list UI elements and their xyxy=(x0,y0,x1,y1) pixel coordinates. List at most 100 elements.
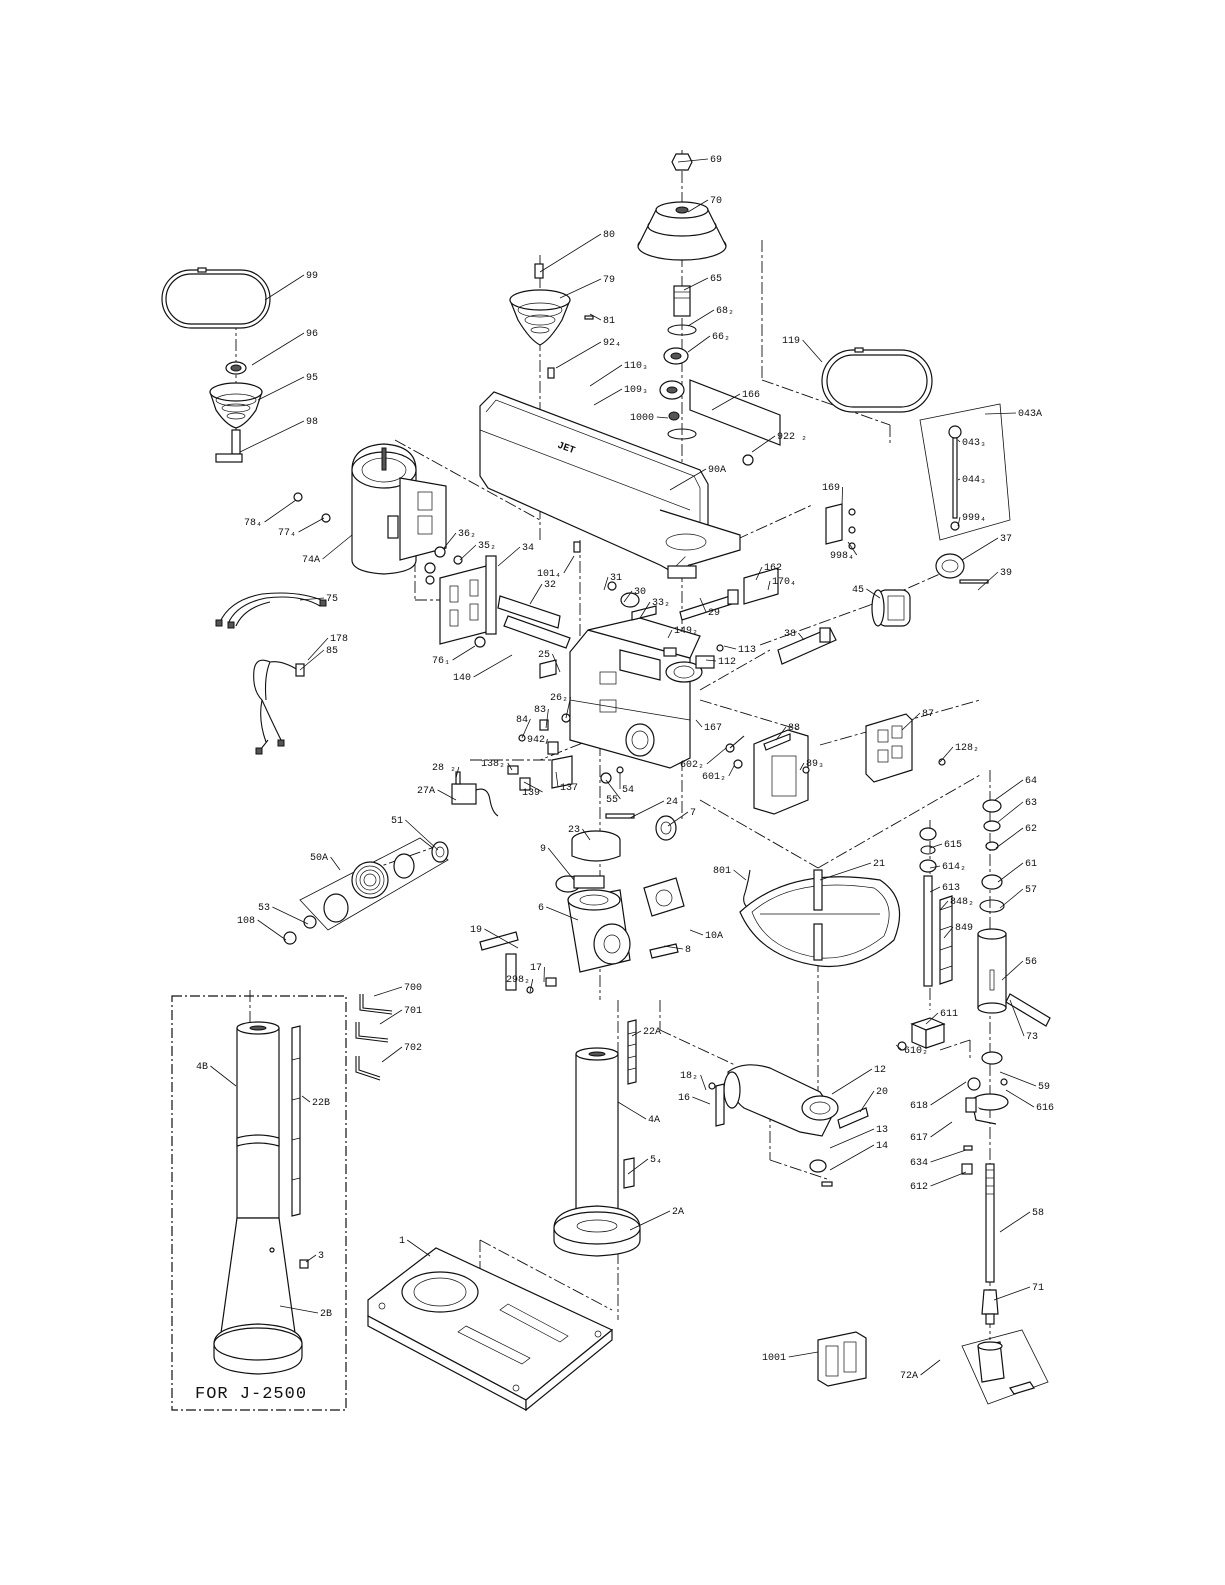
quill-lower-parts xyxy=(961,1051,1009,1325)
part-label: 16 xyxy=(678,1093,690,1104)
part-label: 1001 xyxy=(762,1353,786,1364)
callout-31: 31 xyxy=(603,573,622,591)
part-label: 801 xyxy=(713,866,731,877)
adjust-shaft-32 xyxy=(497,541,581,649)
callout-45: 45 xyxy=(852,585,881,599)
part-label: 92₄ xyxy=(603,338,621,349)
switch-27A xyxy=(451,771,499,817)
part-label: 2A xyxy=(672,1207,684,1218)
belt-guard-90A: JET xyxy=(479,391,741,579)
callout-92: 92₄ xyxy=(555,338,621,369)
callout-71: 71 xyxy=(993,1283,1044,1301)
callout-23: 23 xyxy=(568,825,591,841)
callout-942: 942 xyxy=(527,735,548,746)
switch-housing-88 xyxy=(753,729,810,815)
callout-700: 700 xyxy=(373,983,422,997)
callout-8: 8 xyxy=(663,945,691,956)
part-label: 1000 xyxy=(630,413,654,424)
part-label: 140 xyxy=(453,673,471,684)
part-label: 85 xyxy=(326,646,338,657)
part-label: 87 xyxy=(922,709,934,720)
base-1 xyxy=(367,1247,614,1412)
part-label: 69 xyxy=(710,155,722,166)
switch-plate-87 xyxy=(865,713,946,783)
part-label: 044₃ xyxy=(962,475,986,486)
part-label: 162 xyxy=(764,563,782,574)
callout-1000: 1000 xyxy=(630,413,669,424)
part-label: 37 xyxy=(1000,534,1012,545)
part-label: 39 xyxy=(1000,568,1012,579)
part-label: 58 xyxy=(1032,1208,1044,1219)
part-label: 25 xyxy=(538,650,550,661)
callout-615: 615 xyxy=(929,840,962,851)
part-label: 19 xyxy=(470,925,482,936)
callout-68: 68₂ xyxy=(687,306,734,327)
callout-2A: 2A xyxy=(629,1207,684,1231)
part-label: 4B xyxy=(196,1062,208,1073)
part-label: 20 xyxy=(876,1087,888,1098)
part-label: 34 xyxy=(522,543,534,554)
part-label: 601₂ xyxy=(702,772,726,783)
part-label: 68₂ xyxy=(716,306,734,317)
callout-20: 20 xyxy=(859,1087,888,1113)
callout-10A: 10A xyxy=(689,929,723,942)
part-label: 45 xyxy=(852,585,864,596)
callout-72A: 72A xyxy=(900,1359,941,1382)
callout-33: 33₂ xyxy=(639,598,670,619)
callout-043: 043₃ xyxy=(957,438,986,449)
part-label: 7 xyxy=(690,808,696,819)
part-label: 113 xyxy=(738,645,756,656)
callout-849: 849 xyxy=(943,923,973,939)
callout-17: 17 xyxy=(530,963,545,983)
part-label: 178 xyxy=(330,634,348,645)
callout-95: 95 xyxy=(257,373,318,401)
part-label: 5₄ xyxy=(650,1155,662,1166)
callout-96: 96 xyxy=(251,329,318,366)
part-label: 29 xyxy=(708,608,720,619)
callout-32: 32 xyxy=(529,580,556,605)
part-label: 27A xyxy=(417,786,435,797)
callout-88: 88 xyxy=(775,723,800,741)
part-label: 66₂ xyxy=(712,332,730,343)
column-4A xyxy=(575,1047,635,1223)
callout-922: 922 ₂ xyxy=(751,432,807,453)
callout-34: 34 xyxy=(497,543,534,567)
part-label: 70 xyxy=(710,196,722,207)
part-label: 8 xyxy=(685,945,691,956)
callout-58: 58 xyxy=(999,1208,1044,1233)
part-label: 170₄ xyxy=(772,577,796,588)
part-label: 79 xyxy=(603,275,615,286)
callout-112: 112 xyxy=(705,657,736,668)
table-arm-12 xyxy=(723,1064,869,1187)
callout-7: 7 xyxy=(667,808,696,827)
callout-166: 166 xyxy=(711,390,760,411)
part-label: 169 xyxy=(822,483,840,494)
callout-601: 601₂ xyxy=(702,765,735,783)
callout-50A: 50A xyxy=(310,853,341,871)
callout-618: 618 xyxy=(910,1081,967,1112)
part-label: 76₁ xyxy=(432,656,450,667)
callout-55: 55 xyxy=(605,779,621,806)
plate-169 xyxy=(825,503,856,550)
callout-22A: 22A xyxy=(631,1027,661,1038)
callout-37: 37 xyxy=(961,534,1012,561)
part-label: 51 xyxy=(391,816,403,827)
motor-pulley-95 xyxy=(209,382,263,429)
part-label: 89₃ xyxy=(806,759,824,770)
part-label: 13 xyxy=(876,1125,888,1136)
idler-pulley-79 xyxy=(509,263,594,379)
spindle-rod-043A xyxy=(919,403,1011,541)
callout-81: 81 xyxy=(589,313,615,327)
part-label: 138₂ xyxy=(481,759,505,770)
part-label: 22A xyxy=(643,1027,661,1038)
spindle-pulley-70 xyxy=(637,153,754,466)
part-label: 942 xyxy=(527,735,545,746)
hardware-601-602 xyxy=(725,735,745,769)
part-label: 610₂ xyxy=(904,1046,928,1057)
part-label: 77₄ xyxy=(278,528,296,539)
callout-2B: 2B xyxy=(279,1305,332,1320)
callout-702: 702 xyxy=(381,1043,422,1063)
part-label: 21 xyxy=(873,859,885,870)
callout-83: 83 xyxy=(534,705,549,729)
part-label: 56 xyxy=(1025,957,1037,968)
